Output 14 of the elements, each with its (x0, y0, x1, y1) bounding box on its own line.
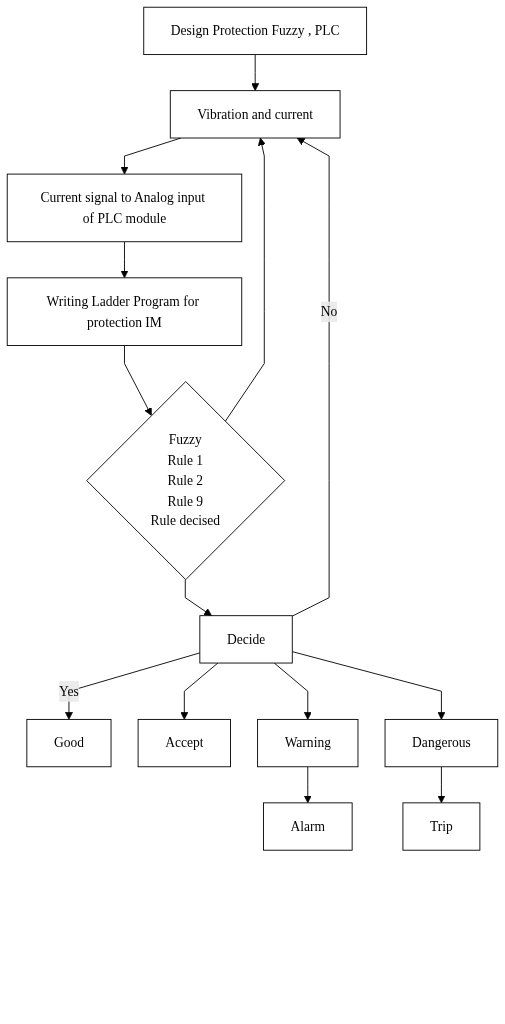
node-box: Dangerous (384, 718, 499, 768)
node-box: Writing Ladder Program for protection IM (6, 277, 243, 346)
node-box: Good (26, 718, 112, 768)
node-box: Vibration and current (169, 90, 341, 139)
node-box: Accept (137, 718, 231, 768)
node-box: Current signal to Analog input of PLC module (6, 173, 243, 243)
node-box: Warning (257, 718, 359, 768)
node-diamond: Fuzzy Rule 1 Rule 2 Rule 9 Rule decised (86, 381, 286, 581)
node-box: Alarm (263, 802, 353, 851)
edge-label: No (320, 304, 338, 319)
edge-label: Yes (59, 683, 79, 699)
node-box: Trip (402, 802, 481, 851)
node-box: Design Protection Fuzzy , PLC (143, 6, 368, 55)
node-box: Decide (199, 615, 293, 664)
